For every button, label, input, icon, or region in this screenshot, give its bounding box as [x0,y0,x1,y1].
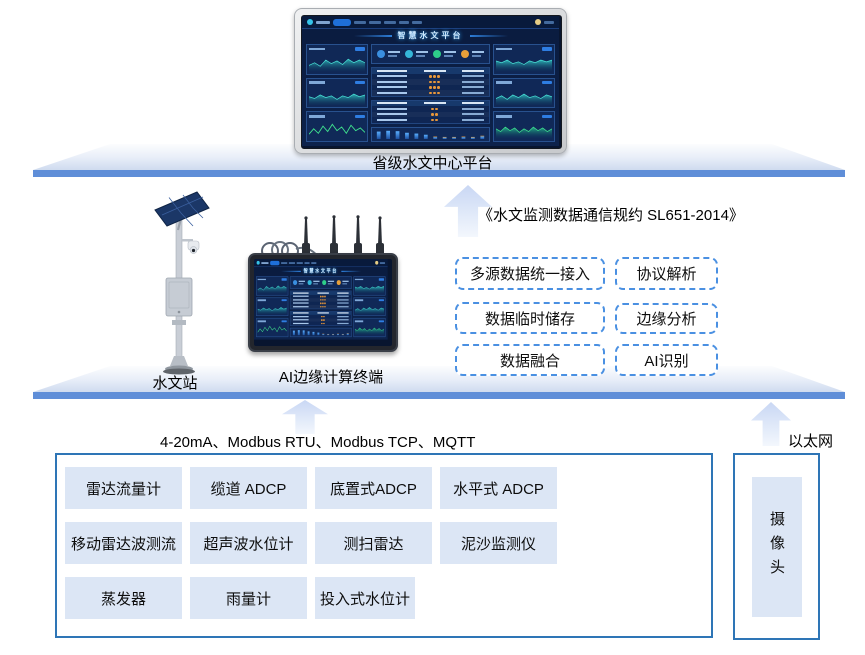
capability-box: 多源数据统一接入 [455,257,605,290]
dashboard-left-column [256,276,289,338]
dashboard-body [302,42,559,146]
solar-panel-icon [154,191,210,227]
kpi-icon [322,280,327,286]
sensor-chip: 雷达流量计 [65,467,182,509]
sensor-chip: 水平式 ADCP [440,467,557,509]
dashboard-center-column [371,44,490,142]
dashboard-title: 智慧水文平台 [303,268,338,274]
dashboard-navbar [254,259,388,268]
dashboard-title-row: 智慧水文平台 [302,29,559,42]
dashboard-center-column [289,276,352,338]
dashboard-title-row: 智慧水文平台 [254,267,388,275]
data-table [289,310,352,326]
dashboard-navbar [302,16,559,29]
sensor-row: 蒸发器 雨量计 投入式水位计 [65,577,711,619]
panel-line-chart [306,111,368,143]
station-control-box [165,277,193,317]
station-label: 水文站 [152,375,198,392]
kpi-icon [433,50,441,58]
up-arrow-icon [751,402,791,446]
sensor-chip: 投入式水位计 [315,577,415,619]
camera-box: 摄像头 [733,453,820,640]
kpi-icon [377,50,385,58]
sensor-row: 移动雷达波测流 超声波水位计 测扫雷达 泥沙监测仪 [65,522,711,564]
sensor-chip: 底置式ADCP [315,467,432,509]
panel-area-chart [256,276,289,296]
capability-box: AI识别 [615,344,718,376]
dashboard-title: 智慧水文平台 [397,31,464,40]
nav-active-tab [270,260,280,265]
sensor-chip: 蒸发器 [65,577,182,619]
panel-bar-chart [371,126,490,142]
sensor-group-box: 雷达流量计 缆道 ADCP 底置式ADCP 水平式 ADCP 移动雷达波测流 超… [55,453,713,638]
edge-terminal-illustration: 智慧水文平台 [248,215,400,355]
panel-bar-chart [289,327,352,338]
panel-area-chart [353,318,386,338]
kpi-icon [307,280,312,286]
sensor-chip: 测扫雷达 [315,522,432,564]
ethernet-label: 以太网 [788,433,834,450]
kpi-row [289,276,352,289]
data-table [371,99,490,124]
capability-box: 数据临时储存 [455,302,605,334]
dashboard-right-column [493,44,555,143]
hydrology-station-illustration [154,191,210,375]
kpi-icon [405,50,413,58]
panel-area-chart [493,44,555,75]
dashboard-logo-icon [307,19,313,25]
data-table [371,67,490,97]
platform-bar-middle [33,392,845,399]
provincial-platform-monitor: 智慧水文平台 [294,8,567,154]
camera-chip: 摄像头 [751,476,802,617]
kpi-icon [293,280,298,286]
dashboard-body [254,275,388,339]
user-avatar-icon [375,260,379,265]
monitor-screen: 智慧水文平台 [301,15,562,149]
provincial-platform-label: 省级水文中心平台 [372,155,493,172]
capability-box: 协议解析 [615,257,718,290]
terminal-screen: 智慧水文平台 [254,259,392,346]
dashboard: 智慧水文平台 [302,16,559,146]
terminal-dashboard: 智慧水文平台 [254,259,388,340]
capability-box: 边缘分析 [615,303,718,334]
panel-area-chart [493,77,555,109]
terminal-label: AI边缘计算终端 [278,369,384,386]
kpi-icon [336,280,341,286]
platform-bar-top [33,170,845,177]
panel-area-chart [353,297,386,317]
kpi-icon [461,50,469,58]
sensor-chip: 缆道 ADCP [190,467,307,509]
up-arrow-icon [282,400,328,434]
panel-line-chart [256,318,289,338]
panel-area-chart [493,111,555,143]
panel-area-chart [353,276,386,296]
terminal-body: 智慧水文平台 [248,253,398,352]
sensor-chip: 泥沙监测仪 [440,522,557,564]
dashboard-right-column [353,276,386,338]
dashboard-left-column [306,44,368,143]
ptz-camera-icon [181,239,200,254]
sensor-row: 雷达流量计 缆道 ADCP 底置式ADCP 水平式 ADCP [65,467,711,509]
panel-area-chart [306,44,368,75]
panel-area-chart [256,297,289,317]
sensor-chip: 超声波水位计 [190,522,307,564]
dashboard-logo-icon [256,260,260,265]
protocol-label: 《水文监测数据通信规约 SL651-2014》 [478,207,744,224]
sensor-chip: 雨量计 [190,577,307,619]
panel-area-chart [306,77,368,109]
kpi-row [371,44,490,64]
capability-box: 数据融合 [455,344,605,376]
user-avatar-icon [535,19,541,25]
nav-active-tab [333,18,351,26]
data-table [289,290,352,309]
sensor-chip: 移动雷达波测流 [65,522,182,564]
bus-protocols-label: 4-20mA、Modbus RTU、Modbus TCP、MQTT [160,434,476,451]
